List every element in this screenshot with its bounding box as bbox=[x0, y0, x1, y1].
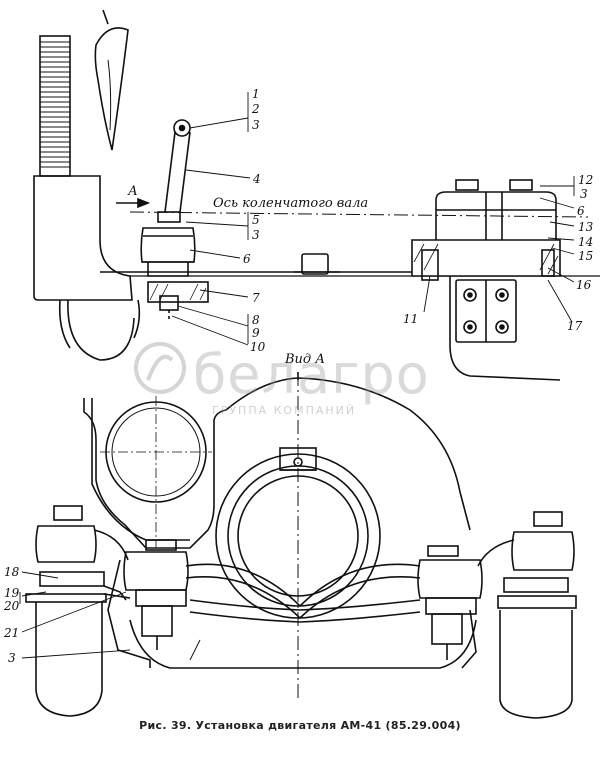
outer-mount-left bbox=[25, 505, 131, 717]
callout-14: 14 bbox=[578, 235, 594, 249]
callout-4: 4 bbox=[253, 172, 261, 186]
callout-brackets bbox=[247, 92, 575, 344]
view-arrow-label: А bbox=[128, 184, 138, 199]
callout-21: 21 bbox=[4, 626, 20, 640]
callout-10: 10 bbox=[250, 340, 266, 354]
callout-3: 3 bbox=[252, 118, 260, 132]
wheel bbox=[58, 299, 141, 361]
callout-12: 12 bbox=[578, 173, 594, 187]
figure-caption: Рис. 39. Установка двигателя АМ-41 (85.2… bbox=[139, 719, 461, 732]
callout-11: 11 bbox=[403, 312, 419, 326]
callout-19: 19 bbox=[4, 586, 20, 600]
callout-1: 1 bbox=[252, 87, 260, 101]
callout-13: 13 bbox=[578, 220, 594, 234]
gearbox-housing bbox=[83, 377, 471, 549]
belagro-logo bbox=[134, 342, 186, 394]
frame-rail bbox=[100, 253, 420, 275]
inner-mount-left bbox=[107, 539, 189, 668]
crankshaft-axis-label: Ось коленчатого вала bbox=[213, 196, 369, 211]
crankshaft-axis-line bbox=[129, 211, 589, 218]
engine-body bbox=[33, 175, 133, 301]
side-view bbox=[33, 9, 600, 381]
leader-lines-top bbox=[171, 117, 575, 346]
rubber-mount-right bbox=[411, 179, 561, 381]
watermark-brand: белагро bbox=[193, 343, 430, 406]
inner-mount-right bbox=[417, 545, 483, 669]
callout-20: 20 bbox=[4, 599, 20, 613]
view-a-title: Вид А bbox=[285, 352, 326, 367]
watermark-subtitle: ГРУППА КОМПАНИЙ bbox=[212, 404, 357, 417]
view-a bbox=[19, 372, 577, 719]
callout-15: 15 bbox=[578, 249, 594, 263]
callout-17: 17 bbox=[567, 319, 583, 333]
lever-arm bbox=[164, 119, 191, 213]
view-arrow bbox=[116, 197, 151, 209]
clamp-ring bbox=[215, 447, 381, 619]
callout-9: 9 bbox=[252, 326, 260, 340]
fan-blade bbox=[94, 9, 129, 151]
callout-16: 16 bbox=[576, 278, 592, 292]
callout-3c: 3 bbox=[580, 187, 588, 201]
leader-lines-bottom bbox=[21, 571, 131, 659]
callout-3d: 3 bbox=[8, 651, 16, 665]
callout-2: 2 bbox=[252, 102, 260, 116]
callout-6: 6 bbox=[243, 252, 251, 266]
tie-bars bbox=[185, 563, 421, 623]
callout-3b: 3 bbox=[252, 228, 260, 242]
callout-5: 5 bbox=[252, 213, 260, 227]
radiator-fins bbox=[39, 35, 71, 177]
outer-mount-right bbox=[477, 511, 577, 719]
callout-18: 18 bbox=[4, 565, 20, 579]
callout-6b: 6 bbox=[577, 204, 585, 218]
callout-7: 7 bbox=[252, 291, 260, 305]
callout-8: 8 bbox=[252, 313, 260, 327]
